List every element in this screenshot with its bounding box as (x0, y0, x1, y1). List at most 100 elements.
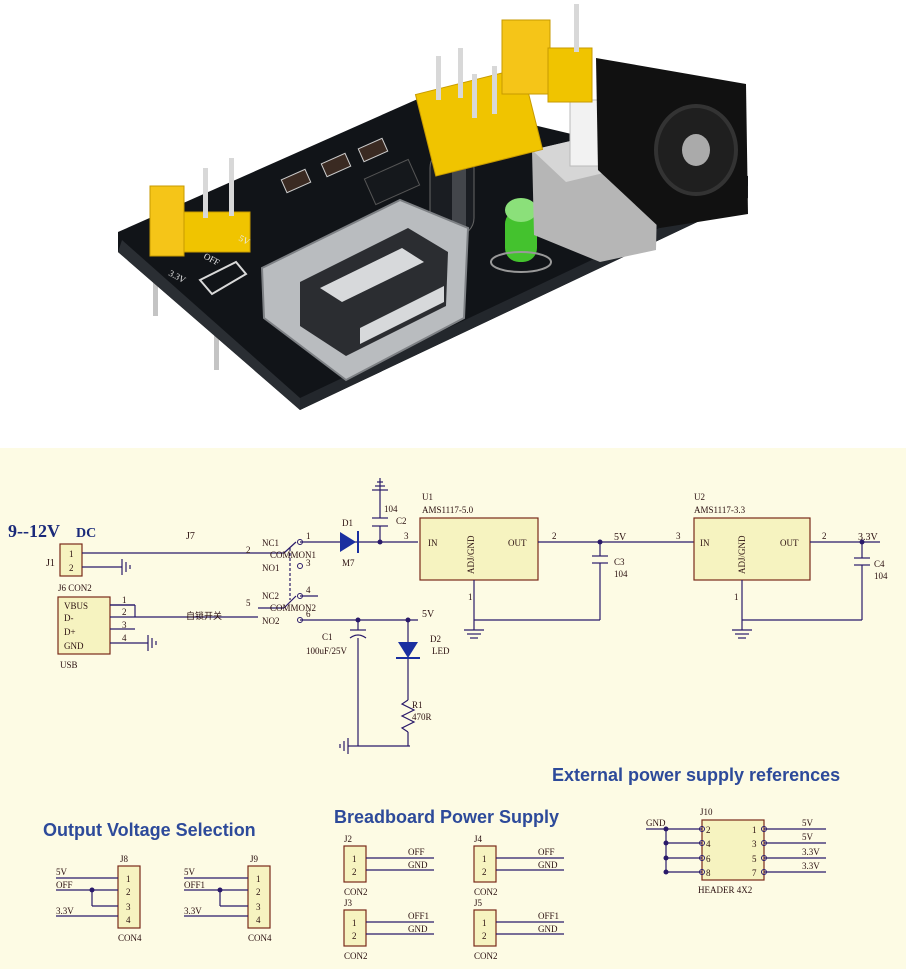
svg-text:4: 4 (122, 633, 127, 643)
svg-text:3.3V: 3.3V (802, 847, 820, 857)
svg-text:CON4: CON4 (118, 933, 142, 943)
pin-left-bottom-1 (153, 268, 158, 316)
svg-text:C2: C2 (396, 516, 407, 526)
svg-text:1: 1 (256, 874, 261, 884)
svg-text:2: 2 (256, 887, 261, 897)
external-heading: External power supply references (552, 765, 840, 785)
j7-chinese-label: 自锁开关 (186, 610, 222, 621)
svg-text:CON4: CON4 (248, 933, 272, 943)
svg-text:C4: C4 (874, 559, 885, 569)
svg-text:1: 1 (352, 854, 357, 864)
svg-text:GND: GND (538, 924, 558, 934)
svg-text:VBUS: VBUS (64, 601, 88, 611)
svg-text:OFF: OFF (56, 880, 73, 890)
svg-text:2: 2 (69, 563, 74, 573)
svg-text:1: 1 (69, 549, 74, 559)
svg-text:3: 3 (676, 531, 681, 541)
svg-text:D2: D2 (430, 634, 441, 644)
svg-text:470R: 470R (412, 712, 432, 722)
svg-text:3: 3 (122, 620, 127, 630)
led-d2-symbol (398, 642, 418, 658)
input-dc-label: DC (76, 526, 96, 541)
svg-text:D-: D- (64, 613, 74, 623)
svg-text:M7: M7 (342, 558, 355, 568)
pin-left-bottom-2 (214, 318, 219, 370)
svg-text:5V: 5V (56, 867, 68, 877)
svg-text:4: 4 (706, 839, 711, 849)
svg-text:4: 4 (256, 915, 261, 925)
svg-text:5V: 5V (184, 867, 196, 877)
usb-name: USB (60, 660, 78, 670)
svg-text:COMMON2: COMMON2 (270, 603, 316, 613)
svg-text:ADJ/GND: ADJ/GND (466, 535, 476, 574)
svg-text:1: 1 (352, 918, 357, 928)
svg-text:3: 3 (306, 558, 311, 568)
svg-text:1: 1 (122, 595, 127, 605)
svg-text:3: 3 (126, 902, 131, 912)
svg-text:AMS1117-3.3: AMS1117-3.3 (694, 505, 746, 515)
svg-text:1: 1 (468, 592, 473, 602)
smd-resistor-1 (280, 168, 312, 194)
svg-text:LED: LED (432, 646, 450, 656)
svg-text:6: 6 (706, 854, 711, 864)
svg-text:2: 2 (126, 887, 131, 897)
header-left (183, 211, 251, 253)
silk-5v-label: 5V (237, 233, 252, 247)
jumper-right (501, 19, 551, 95)
svg-text:OFF: OFF (408, 847, 425, 857)
svg-text:104: 104 (384, 504, 398, 514)
regulator-ic (363, 158, 421, 206)
header-center (414, 67, 544, 177)
svg-text:2: 2 (352, 931, 357, 941)
svg-text:OFF: OFF (538, 847, 555, 857)
svg-text:IN: IN (428, 538, 438, 548)
svg-text:J8: J8 (120, 854, 129, 864)
svg-text:1: 1 (306, 531, 311, 541)
svg-text:C1: C1 (322, 632, 333, 642)
svg-text:2: 2 (482, 931, 487, 941)
svg-text:OFF1: OFF1 (184, 880, 205, 890)
smd-resistor-2 (320, 152, 352, 178)
svg-text:J5: J5 (474, 898, 483, 908)
svg-text:J3: J3 (344, 898, 353, 908)
svg-text:4: 4 (126, 915, 131, 925)
output-heading: Output Voltage Selection (43, 820, 256, 840)
svg-text:1: 1 (126, 874, 131, 884)
svg-text:5V: 5V (802, 832, 814, 842)
svg-text:1: 1 (482, 918, 487, 928)
svg-text:GND: GND (64, 641, 84, 651)
svg-text:100uF/25V: 100uF/25V (306, 646, 348, 656)
breadboard-heading: Breadboard Power Supply (334, 807, 559, 827)
svg-text:IN: IN (700, 538, 710, 548)
svg-text:J2: J2 (344, 834, 352, 844)
svg-text:1: 1 (482, 854, 487, 864)
svg-text:5V: 5V (802, 818, 814, 828)
svg-text:J10: J10 (700, 807, 713, 817)
svg-text:OUT: OUT (508, 538, 527, 548)
svg-text:104: 104 (614, 569, 628, 579)
svg-text:3.3V: 3.3V (184, 906, 202, 916)
svg-text:OFF1: OFF1 (408, 911, 429, 921)
svg-text:GND: GND (408, 924, 428, 934)
svg-text:OUT: OUT (780, 538, 799, 548)
jumper-left (149, 185, 185, 257)
svg-text:3.3V: 3.3V (802, 861, 820, 871)
header-right (547, 47, 593, 103)
svg-text:3.3V: 3.3V (858, 532, 879, 543)
svg-text:2: 2 (352, 867, 357, 877)
svg-text:CON2: CON2 (344, 951, 368, 961)
svg-text:CON2: CON2 (344, 887, 368, 897)
board-photo: 3.3V OFF 5V (0, 0, 906, 448)
svg-text:2: 2 (482, 867, 487, 877)
svg-text:2: 2 (552, 531, 557, 541)
svg-text:3: 3 (256, 902, 261, 912)
svg-text:HEADER 4X2: HEADER 4X2 (698, 885, 752, 895)
svg-text:GND: GND (646, 818, 666, 828)
svg-text:3: 3 (752, 839, 757, 849)
svg-text:NC2: NC2 (262, 591, 279, 601)
green-led (505, 210, 537, 262)
svg-text:1: 1 (752, 825, 757, 835)
svg-text:5V: 5V (614, 532, 627, 543)
svg-text:5: 5 (246, 598, 251, 608)
